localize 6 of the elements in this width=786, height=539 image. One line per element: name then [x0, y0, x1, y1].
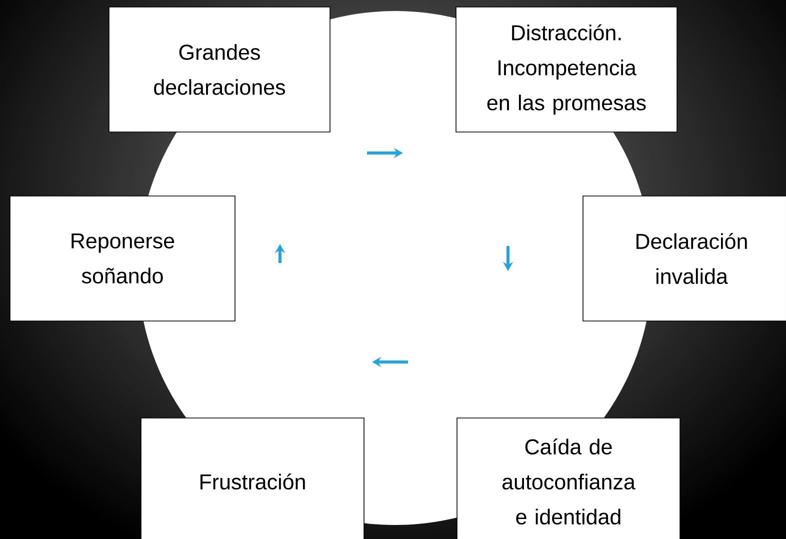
process-box: Grandes declaraciones	[108, 6, 330, 132]
process-box: Reponerse soñando	[10, 196, 236, 322]
process-box: Declaración invalida	[582, 196, 786, 322]
process-box: Distracción. Incompetencia en las promesas	[456, 6, 678, 132]
process-box: Caída de autoconfianza e identidad	[456, 418, 680, 539]
process-box: Frustración	[140, 418, 364, 539]
